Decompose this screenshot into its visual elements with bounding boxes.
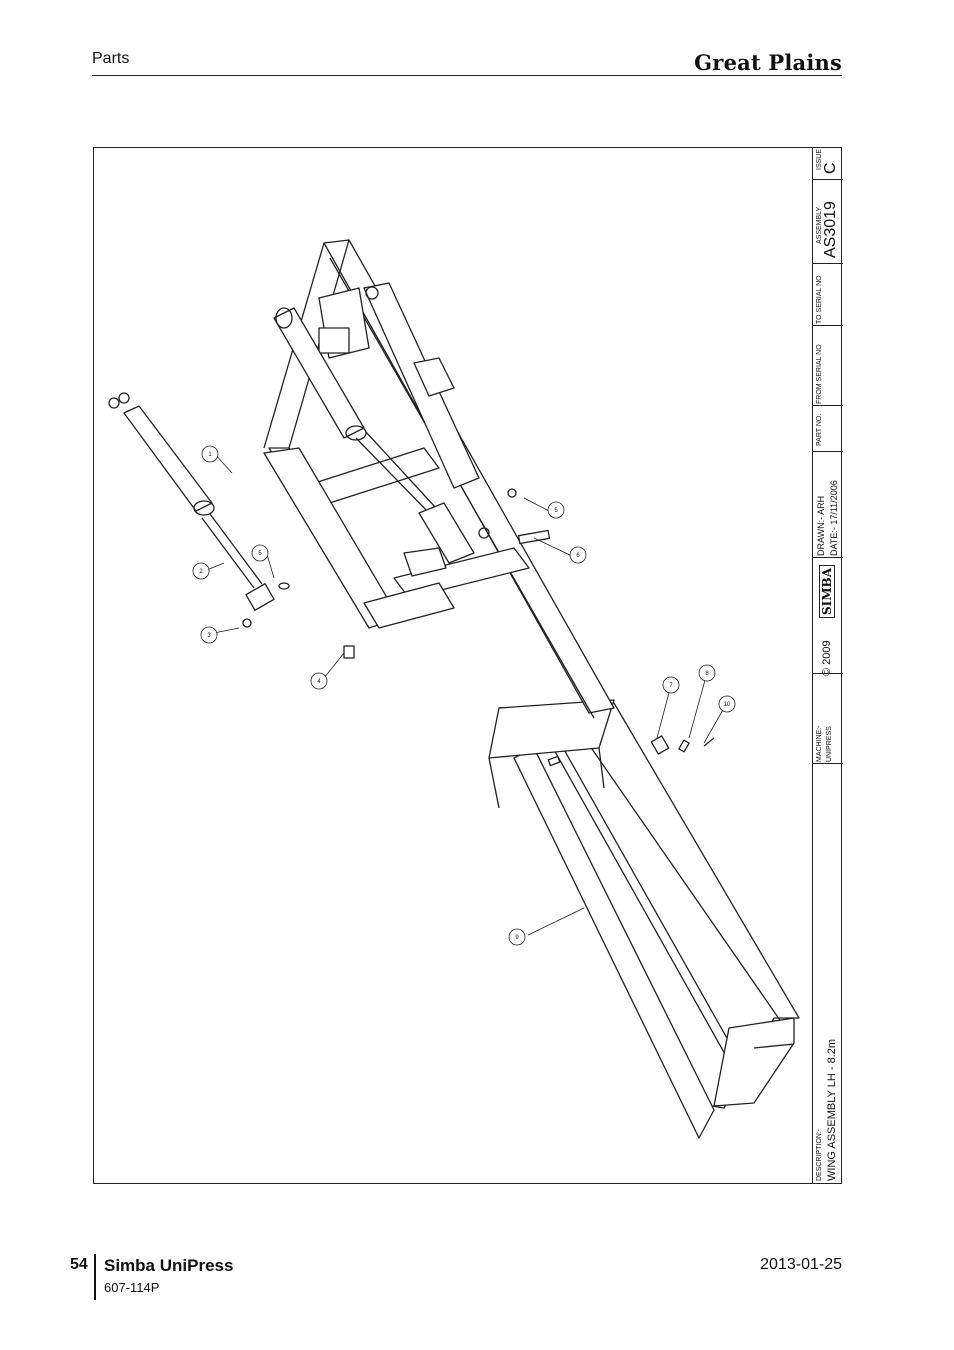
- to-serial-cell: TO SERIAL NO: [813, 264, 843, 326]
- drawn-cell: DRAWN:- ARH DATE:- 17/11/2006: [813, 452, 843, 558]
- callout-label: 5: [554, 508, 558, 514]
- callout-label: 4: [317, 679, 321, 685]
- brand-logo: Great Plains: [694, 50, 842, 75]
- part-no-cell: PART NO.: [813, 406, 843, 452]
- callout-7: [662, 676, 680, 694]
- cylinder-upper: [273, 307, 437, 514]
- drawn-by: DRAWN:- ARH: [816, 495, 826, 556]
- part-no-label: PART NO.: [816, 413, 823, 446]
- callout-label: 7: [669, 683, 673, 689]
- logo-cell: SIMBA © 2009: [813, 558, 843, 676]
- manual-code: 607-114P: [104, 1280, 160, 1295]
- callout-label: 9: [515, 935, 519, 941]
- drawing-frame: 1 2 3 4 5 5 6 7 8 9 10 ISSUE C ASSEMBLY …: [93, 147, 843, 1184]
- manual-title: Simba UniPress: [104, 1256, 234, 1275]
- drawing-date: DATE:- 17/11/2006: [829, 480, 839, 556]
- issue-value: C: [822, 162, 839, 174]
- cylinder-lower: [108, 392, 275, 611]
- callout-10: [718, 695, 736, 713]
- small-parts: [242, 488, 715, 755]
- callout-label: 10: [724, 702, 731, 708]
- header-rule: [92, 75, 842, 76]
- callout-3: [200, 626, 218, 644]
- machine-cell: MACHINE:- UNIPRESS: [813, 674, 843, 764]
- simba-logo: SIMBA: [819, 564, 835, 618]
- callout-9: [508, 928, 526, 946]
- callout-5b: [547, 501, 565, 519]
- from-serial-cell: FROM SERIAL NO: [813, 326, 843, 406]
- callout-5a: [251, 544, 269, 562]
- callout-8: [698, 664, 716, 682]
- machine-label: MACHINE:-: [816, 725, 823, 762]
- copyright: © 2009: [821, 640, 833, 676]
- description-label: DESCRIPTION:-: [816, 1128, 823, 1181]
- end-box: [488, 699, 615, 809]
- assembly-value: AS3019: [822, 201, 839, 258]
- assembly-cell: ASSEMBLY AS3019: [813, 180, 843, 264]
- callout-6: [569, 546, 587, 564]
- machine-value: UNIPRESS: [826, 726, 833, 762]
- to-serial-label: TO SERIAL NO: [816, 275, 823, 324]
- issue-cell: ISSUE C: [813, 148, 843, 180]
- title-block: ISSUE C ASSEMBLY AS3019 TO SERIAL NO FRO…: [812, 148, 843, 1183]
- callout-1: [201, 445, 219, 463]
- callout-label: 8: [705, 671, 709, 677]
- leader-lines: [206, 452, 725, 936]
- callout-label: 3: [207, 633, 211, 639]
- callout-label: 1: [208, 452, 212, 458]
- callout-2: [192, 562, 210, 580]
- footer-divider: [94, 1254, 96, 1300]
- publish-date: 2013-01-25: [760, 1256, 842, 1273]
- description-value: WING ASSEMBLY LH - 8.2m: [826, 1038, 838, 1181]
- bracket-frame: [263, 447, 475, 629]
- from-serial-label: FROM SERIAL NO: [816, 344, 823, 404]
- callout-label: 2: [199, 569, 203, 575]
- description-cell: DESCRIPTION:- WING ASSEMBLY LH - 8.2m: [813, 764, 843, 1183]
- section-label: Parts: [92, 50, 130, 67]
- callouts: [192, 445, 736, 946]
- page-number: 54: [70, 1256, 88, 1273]
- callout-label: 6: [576, 553, 580, 559]
- callout-4: [310, 672, 328, 690]
- main-beam: [498, 702, 800, 1139]
- callout-label: 5: [258, 551, 262, 557]
- link-arm: [277, 282, 480, 489]
- wing-assembly-drawing: 1 2 3 4 5 5 6 7 8 9 10: [108, 239, 800, 1139]
